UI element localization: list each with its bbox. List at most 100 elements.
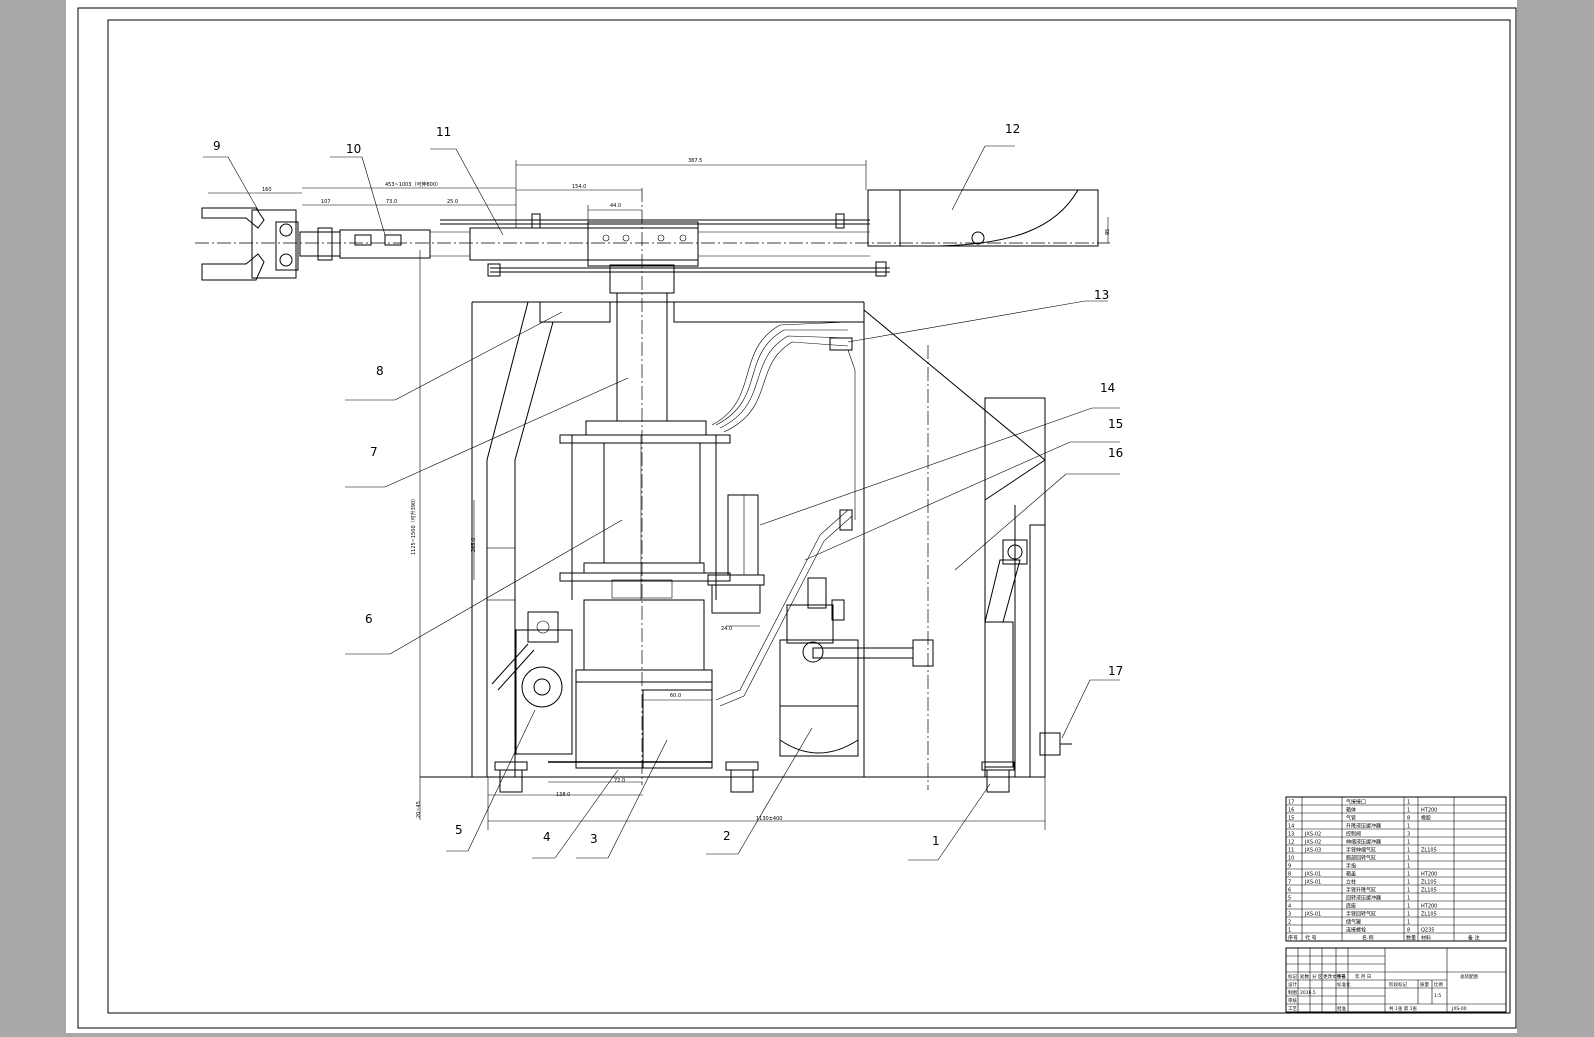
bom-row-material: HT200	[1421, 808, 1437, 814]
bom-header-code: 代 号	[1305, 935, 1317, 942]
bom-row-qty: 1	[1407, 888, 1410, 894]
bom-row-name: 回转液压缓冲器	[1346, 895, 1381, 902]
bom-row-material: ZL105	[1421, 848, 1437, 854]
tb-drawing-no: JXS-00	[1451, 1006, 1467, 1012]
dim-vert-col: 265.0	[471, 538, 477, 552]
dimension-lines	[208, 160, 1109, 830]
dim-arm-range: 453~1003（可伸800）	[385, 181, 441, 188]
bom-row-code: JXS-02	[1304, 832, 1321, 838]
bom-row-name: 手臂升降气缸	[1346, 887, 1376, 894]
tb-sign: 签名	[1337, 973, 1346, 980]
callout-14: 14	[1100, 381, 1115, 395]
bom-row-material: HT200	[1421, 904, 1437, 910]
bom-row-no: 13	[1288, 832, 1294, 838]
bom-row-name: 箱盖	[1346, 871, 1356, 878]
box-body	[420, 292, 1072, 793]
callout-4: 4	[543, 830, 551, 844]
callout-15: 15	[1108, 417, 1123, 431]
bom-row-no: 15	[1288, 816, 1294, 822]
bom-row-material: ZL105	[1421, 888, 1437, 894]
dim-seg3: 25.0	[447, 199, 458, 205]
bom-row-qty: 1	[1407, 856, 1410, 862]
bom-row-qty: 1	[1407, 912, 1410, 918]
bom-row-name: 腕部回转气缸	[1346, 855, 1376, 862]
dim-top-total: 387.5	[688, 158, 702, 164]
bom-row-no: 4	[1288, 904, 1291, 910]
bom-row-qty: 1	[1407, 808, 1410, 814]
dim-top-mid: 154.0	[572, 184, 586, 190]
bom-row-code: JXS-03	[1304, 848, 1321, 854]
bom-row-no: 12	[1288, 840, 1294, 846]
bom-row-qty: 1	[1407, 800, 1410, 806]
tb-drawing-title: 总装配图	[1460, 973, 1478, 980]
callout-numbers: 1 2 3 4 5 6 7 8 9 10 11 12 13 14 15 16 1…	[213, 122, 1123, 848]
bom-row-no: 14	[1288, 824, 1294, 830]
bom-row-material: ZL105	[1421, 880, 1437, 886]
callout-8: 8	[376, 364, 384, 378]
tb-std: 标准化	[1337, 981, 1351, 988]
bom-header-no: 序号	[1288, 935, 1298, 942]
bom-header-material: 材料	[1421, 935, 1431, 942]
tb-draw: 制图	[1288, 989, 1297, 996]
bom-row-no: 1	[1288, 928, 1291, 934]
bom-row-no: 17	[1288, 800, 1294, 806]
dim-vert-range: 1125~1500（可升390）	[410, 496, 417, 555]
bom-row-qty: 1	[1407, 848, 1410, 854]
dim-top-small: 44.0	[610, 203, 621, 209]
bom-row-no: 16	[1288, 808, 1294, 814]
arm-assembly	[195, 188, 1110, 785]
tb-zone: 分 区	[1312, 973, 1323, 980]
sheet-outer-border	[77, 7, 1517, 1029]
bom-row-qty: 1	[1407, 896, 1410, 902]
bom-row-code: JXS-02	[1304, 840, 1321, 846]
leader-lines	[203, 145, 1120, 861]
tb-change: 更改文件号	[1323, 973, 1346, 980]
bom-row-code: JXS-01	[1304, 912, 1321, 918]
bom-row-qty: 8	[1407, 928, 1410, 934]
bom-header-remark: 备 注	[1468, 935, 1480, 942]
tb-date: 年 月 日	[1355, 973, 1371, 980]
bom-row-no: 9	[1288, 864, 1291, 870]
callout-11: 11	[436, 125, 451, 139]
bom-row-name: 底座	[1346, 903, 1356, 910]
callout-6: 6	[365, 612, 373, 626]
bom-row-name: 连接螺栓	[1346, 927, 1366, 934]
callout-5: 5	[455, 823, 463, 837]
bom-row-qty: 8	[1407, 816, 1410, 822]
bom-row-qty: 1	[1407, 920, 1410, 926]
bom-row-name: 控制阀	[1346, 831, 1361, 838]
callout-2: 2	[723, 829, 731, 843]
bom-row-name: 手指	[1346, 863, 1356, 870]
dim-base-h: 20~45	[416, 801, 422, 818]
tb-weight: 质量	[1420, 981, 1429, 988]
dim-base-a: 72.0	[614, 778, 625, 784]
dim-mid-w: 60.0	[670, 693, 681, 699]
dim-base-total: 1130±400	[756, 816, 782, 822]
tb-approve: 批准	[1337, 1005, 1346, 1012]
callout-13: 13	[1094, 288, 1109, 302]
callout-9: 9	[213, 139, 221, 153]
bom-row-name: 伸缩液压缓冲器	[1346, 839, 1381, 846]
bom-row-name: 气管	[1346, 815, 1356, 822]
bom-row-name: 箱体	[1346, 807, 1356, 814]
bom-row-name: 立柱	[1346, 879, 1356, 886]
bom-row-qty: 1	[1407, 904, 1410, 910]
callout-17: 17	[1108, 664, 1123, 678]
bom-row-code: JXS-01	[1304, 880, 1321, 886]
callout-7: 7	[370, 445, 378, 459]
callout-3: 3	[590, 832, 598, 846]
tb-scale: 1:5	[1434, 993, 1441, 999]
tb-process: 工艺	[1288, 1006, 1297, 1012]
bom-row-qty: 1	[1407, 864, 1410, 870]
tb-company: 共 1张 第 1张	[1389, 1005, 1418, 1012]
bom-row-qty: 3	[1407, 832, 1410, 838]
bom-header-name: 名 称	[1362, 935, 1374, 942]
bom-row-no: 10	[1288, 856, 1294, 862]
bom-row-no: 11	[1288, 848, 1294, 854]
bom-row-name: 手臂回转气缸	[1346, 911, 1376, 918]
callout-12: 12	[1005, 122, 1020, 136]
bom-row-name: 气接接口	[1346, 799, 1366, 806]
bom-row-name: 手臂伸缩气缸	[1346, 847, 1376, 854]
